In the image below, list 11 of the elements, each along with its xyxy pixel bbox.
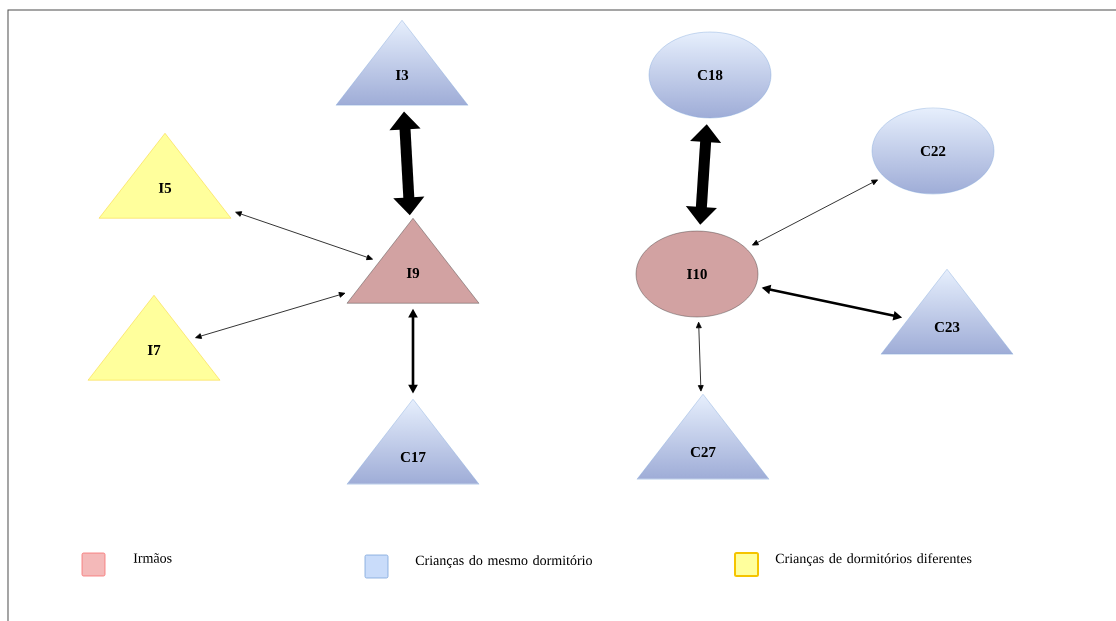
legend-label: Crianças de dormitórios diferentes [775, 553, 972, 567]
legend-label: Irmãos [133, 553, 172, 563]
legend-label: Crianças do mesmo dormitório [415, 555, 592, 568]
triangle-node: I7 [87, 295, 221, 381]
double-arrow [195, 292, 346, 339]
triangle-node: I9 [346, 218, 480, 304]
ellipse-node: I10 [635, 230, 759, 318]
triangle-node: I5 [98, 133, 232, 219]
double-arrow [235, 211, 373, 261]
double-arrow [752, 179, 878, 246]
double-arrow [695, 321, 704, 392]
